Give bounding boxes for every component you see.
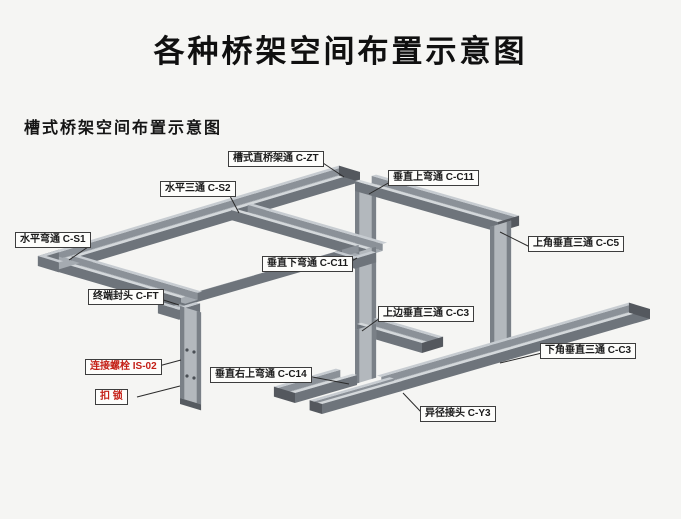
label-cc11-up: 垂直上弯通 C-C11 [388,170,480,186]
label-cc14: 垂直右上弯通 C-C14 [210,367,312,383]
page-title: 各种桥架空间布置示意图 [153,34,528,69]
label-cc3-lower: 下角垂直三通 C-C3 [540,343,637,359]
label-cs1: 水平弯通 C-S1 [15,232,91,248]
bolt-details [185,348,196,380]
leader-line [368,181,391,195]
leader-line [136,385,181,398]
leader-line [229,195,240,214]
label-cy3: 异径接头 C-Y3 [420,406,496,422]
label-is02: 连接螺栓 IS-02 [85,359,162,375]
label-cs2: 水平三通 C-S2 [160,181,236,197]
label-cc11-down: 垂直下弯通 C-C11 [262,256,354,272]
label-cc5: 上角垂直三通 C-C5 [528,236,625,252]
leader-line [319,160,345,178]
label-lock: 扣 锁 [95,389,128,405]
label-czt: 槽式直桥架通 C-ZT [228,151,324,167]
leader-line [402,392,423,414]
leader-line [499,231,531,248]
leader-line [361,317,381,332]
leader-line [499,352,543,364]
section-title: 槽式桥架空间布置示意图 [24,120,223,137]
label-cft: 终端封头 C-FT [88,289,164,305]
leader-line [68,246,89,261]
label-cc3-upper: 上边垂直三通 C-C3 [378,306,475,322]
